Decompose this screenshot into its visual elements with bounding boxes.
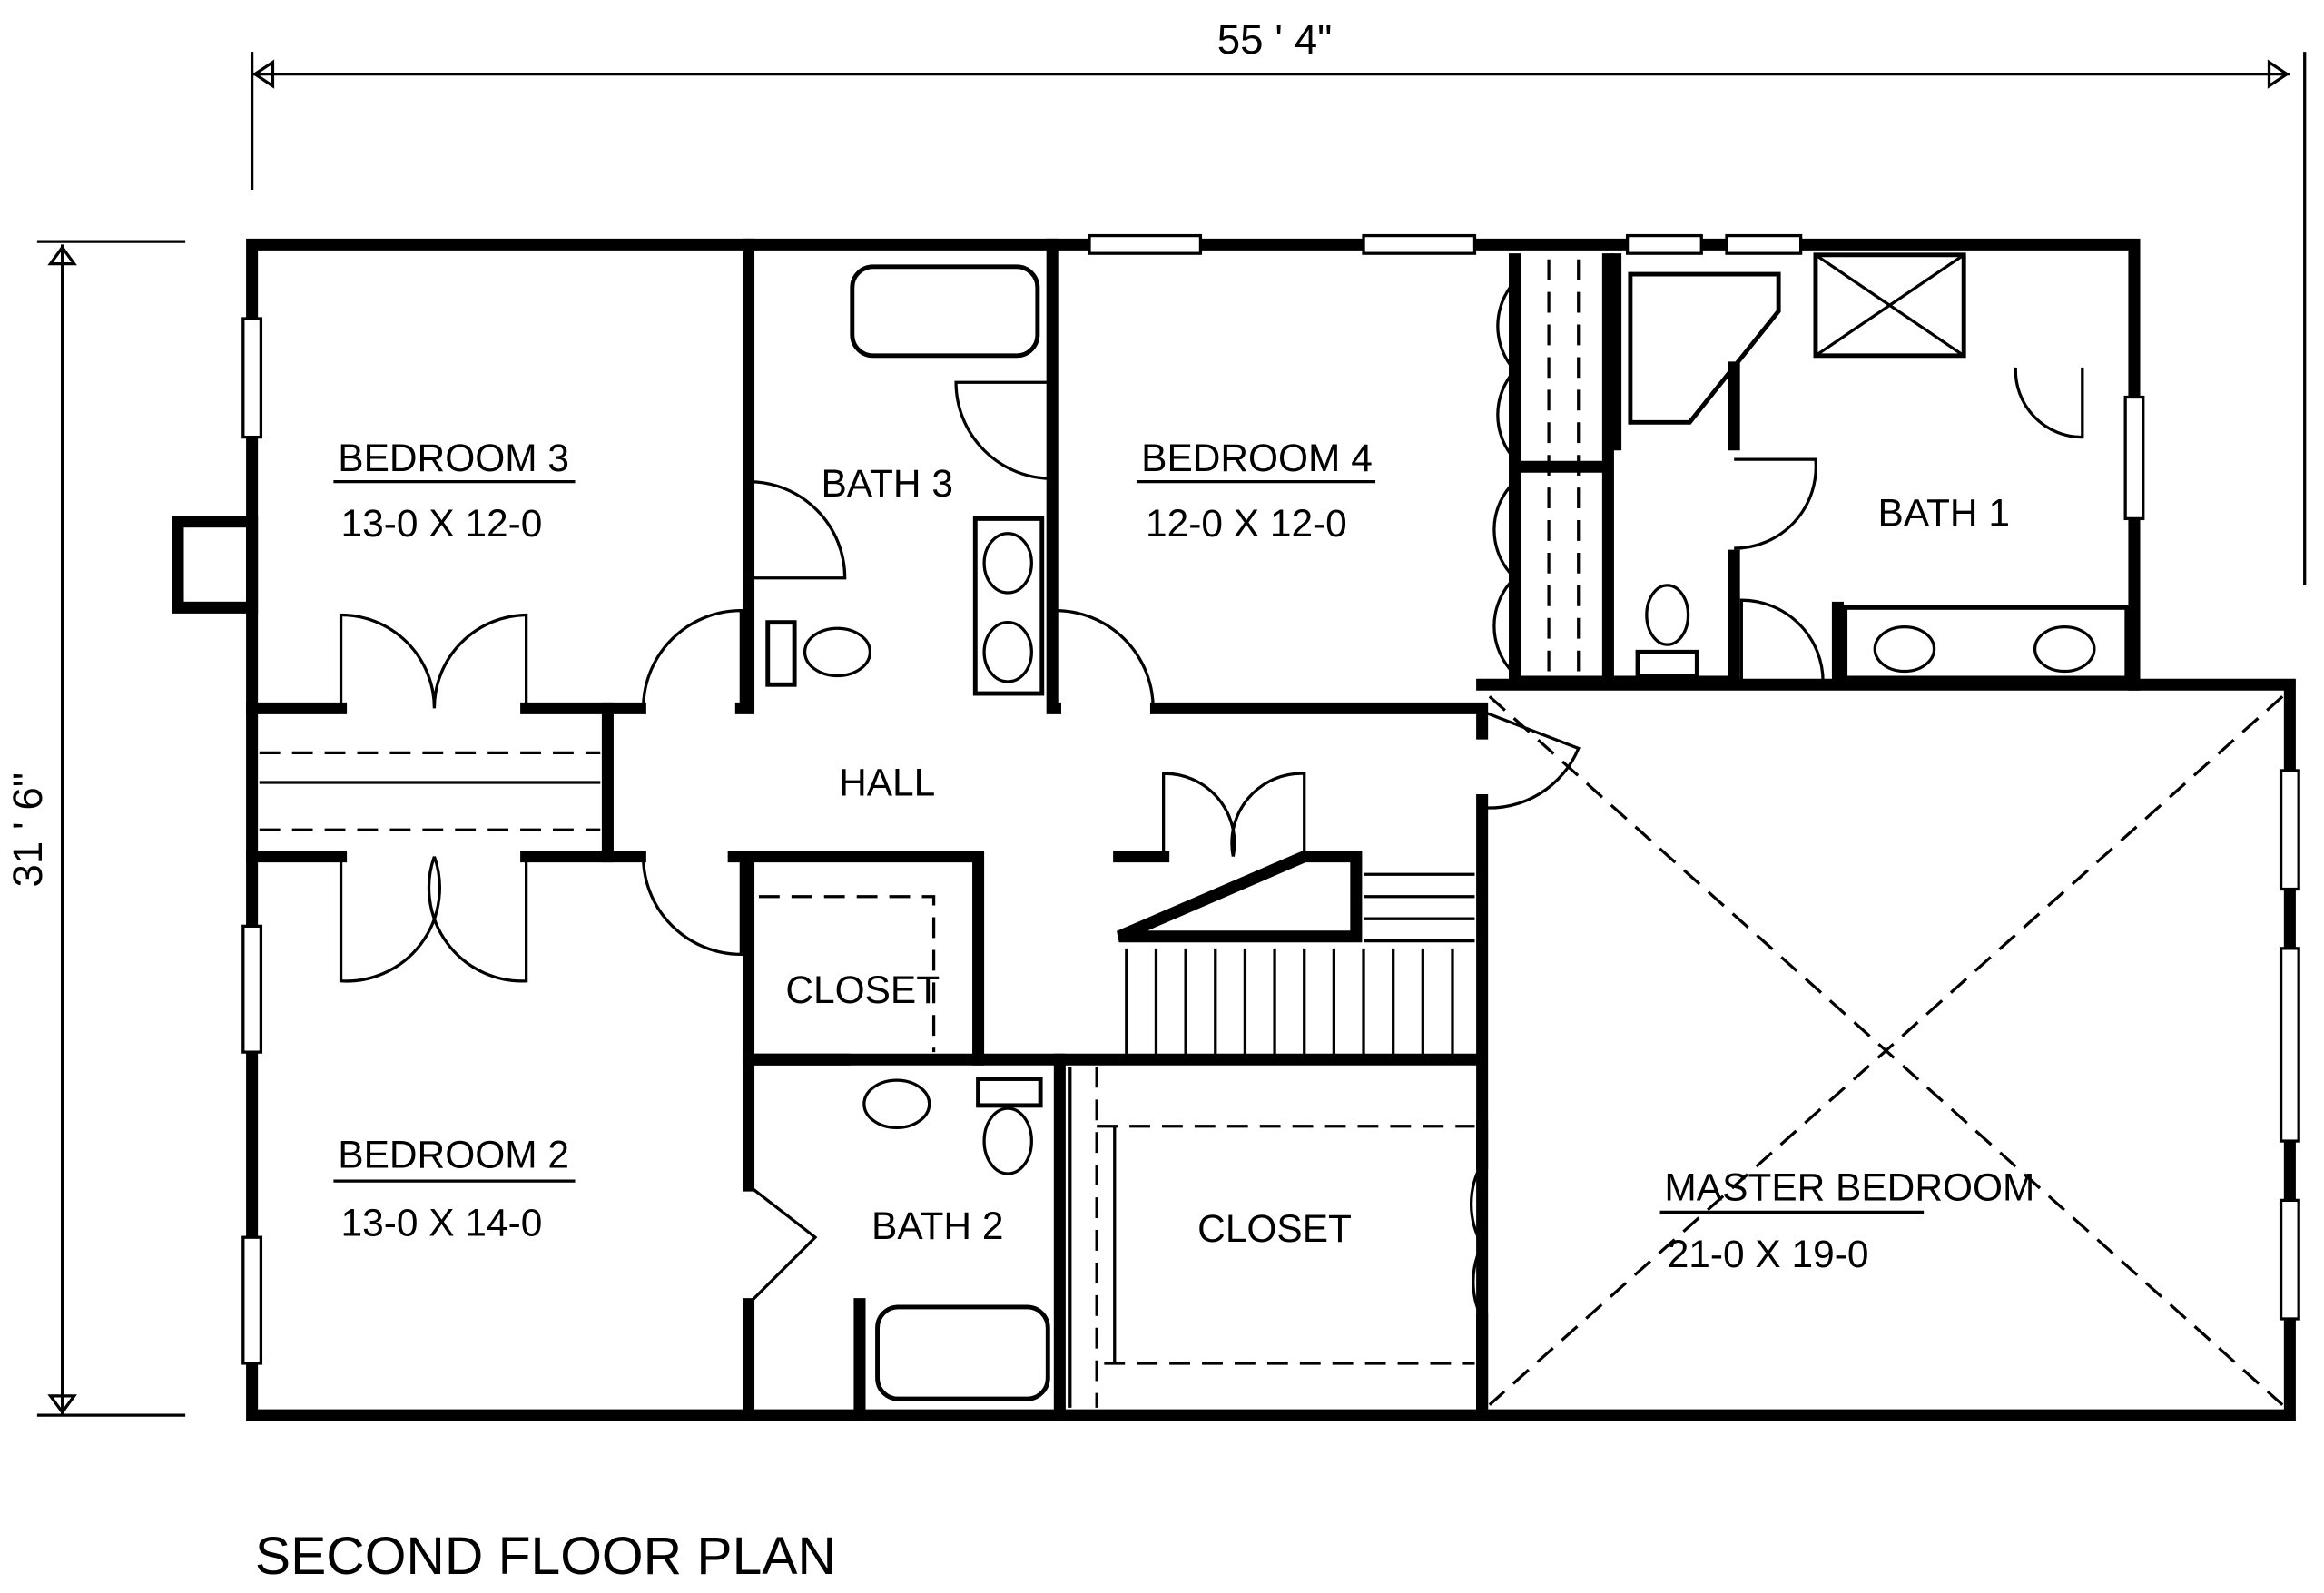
room-labels: BEDROOM 3 13-0 X 12-0 BEDROOM 4 12-0 X 1… — [333, 437, 2034, 1275]
room-name-master-bedroom: MASTER BEDROOM — [1664, 1165, 2034, 1208]
room-name-hall: HALL — [839, 762, 935, 804]
doors — [339, 280, 2084, 1320]
width-dimension: 55 ' 4" — [250, 16, 2307, 585]
room-name-closet-large: CLOSET — [1197, 1207, 1352, 1250]
room-size-bedroom-4: 12-0 X 12-0 — [1146, 502, 1347, 545]
plan-title: SECOND FLOOR PLAN — [255, 1527, 836, 1586]
room-name-bath-3: BATH 3 — [822, 462, 953, 505]
room-name-closet-small: CLOSET — [785, 969, 940, 1011]
room-name-bedroom-2: BEDROOM 2 — [338, 1133, 569, 1175]
room-size-master-bedroom: 21-0 X 19-0 — [1668, 1233, 1869, 1275]
room-size-bedroom-3: 13-0 X 12-0 — [341, 502, 543, 545]
room-name-bedroom-3: BEDROOM 3 — [338, 437, 569, 479]
closet-rods — [758, 895, 1475, 1408]
room-name-bath-1: BATH 1 — [1878, 492, 2010, 535]
depth-dimension-label: 31 ' 6" — [5, 772, 51, 888]
fixtures — [765, 252, 2130, 1401]
room-name-bedroom-4: BEDROOM 4 — [1141, 437, 1373, 479]
depth-dimension: 31 ' 6" — [5, 240, 186, 1417]
vault-lines — [1488, 695, 2284, 1406]
linen-closets — [259, 259, 1581, 831]
stairs — [1125, 872, 1475, 1056]
exterior-walls — [172, 233, 2300, 1421]
room-name-bath-2: BATH 2 — [872, 1205, 1003, 1247]
interior-walls — [246, 238, 2141, 1421]
width-dimension-label: 55 ' 4" — [1217, 16, 1333, 63]
room-size-bedroom-2: 13-0 X 14-0 — [341, 1202, 543, 1244]
